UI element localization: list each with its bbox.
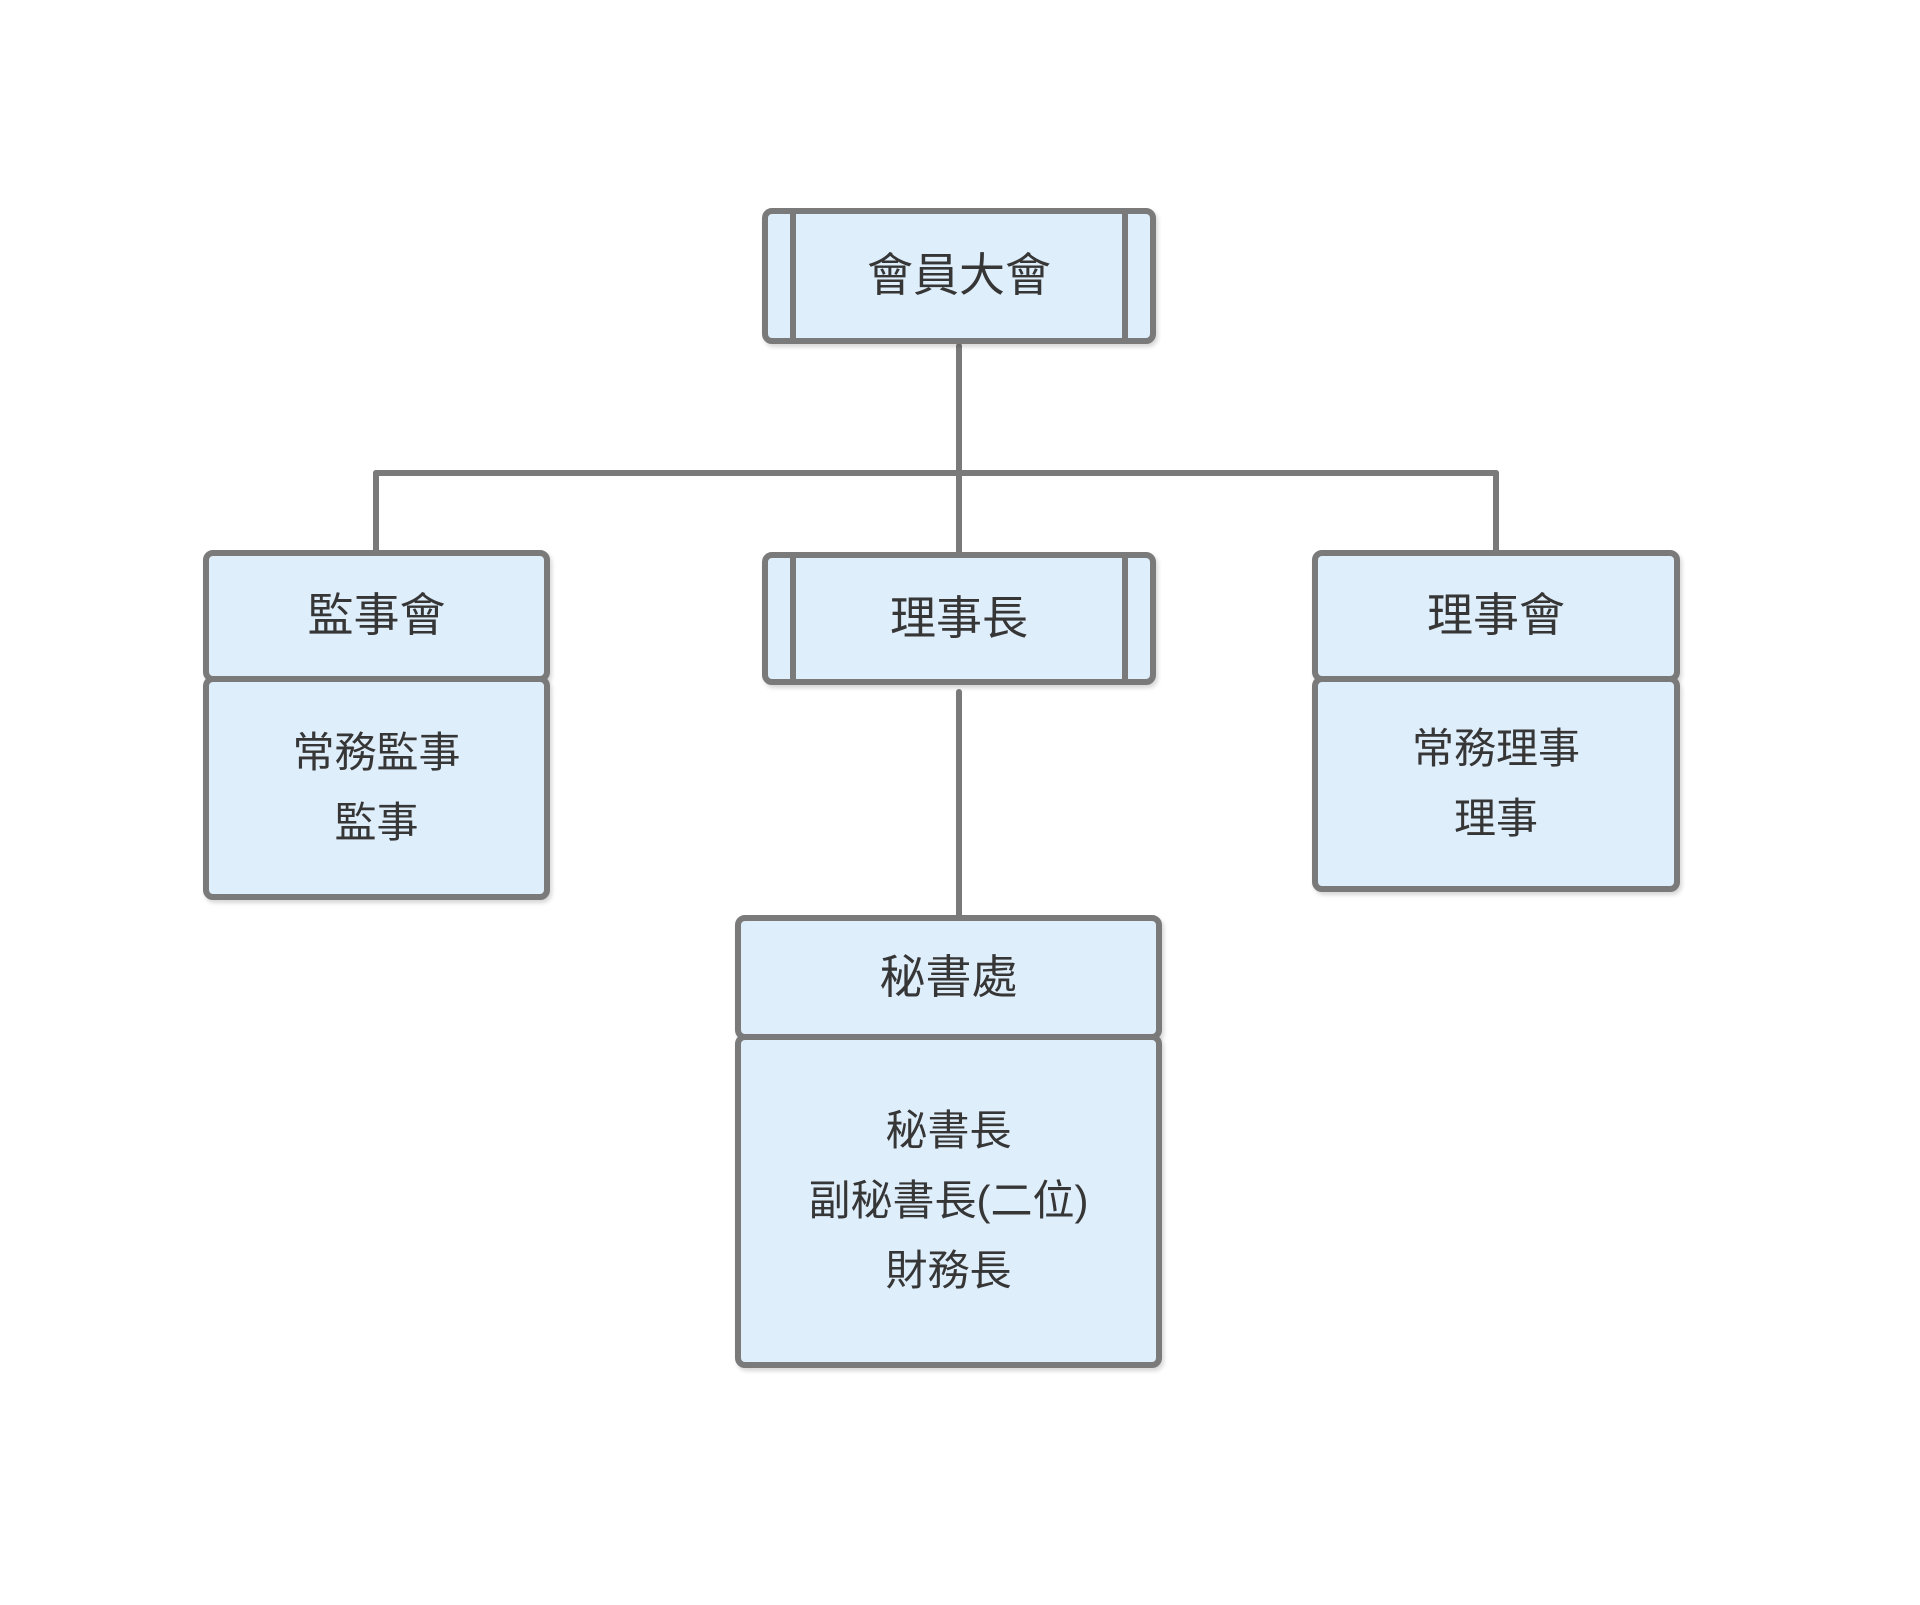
connector-horizontal-rail <box>373 470 1499 476</box>
node-label: 會員大會 <box>867 249 1051 302</box>
connector-supervisory-drop <box>373 470 379 554</box>
subroutine-bar-left <box>790 214 796 338</box>
member-label: 財務長 <box>885 1247 1012 1294</box>
node-label: 監事會 <box>307 589 446 642</box>
subroutine-bar-right <box>1122 214 1128 338</box>
node-member-assembly: 會員大會 <box>762 208 1156 344</box>
node-secretariat-header: 秘書處 <box>735 915 1162 1040</box>
node-directors-board-members: 常務理事 理事 <box>1312 676 1680 892</box>
member-label: 監事 <box>334 799 419 846</box>
connector-directors-drop <box>1493 470 1499 554</box>
node-label: 理事會 <box>1427 589 1565 642</box>
node-chairman: 理事長 <box>762 552 1156 685</box>
node-secretariat-members: 秘書長 副秘書長(二位) 財務長 <box>735 1034 1162 1368</box>
member-label: 常務監事 <box>292 729 461 776</box>
node-directors-board-header: 理事會 <box>1312 550 1680 682</box>
member-label: 常務理事 <box>1411 725 1580 772</box>
connector-assembly-down <box>956 343 962 555</box>
connector-chairman-secretariat <box>956 689 962 919</box>
member-label: 秘書長 <box>885 1107 1012 1154</box>
node-label: 理事長 <box>890 591 1028 644</box>
subroutine-bar-left <box>790 558 796 679</box>
node-supervisory-board-members: 常務監事 監事 <box>203 676 550 900</box>
member-label: 理事 <box>1453 795 1538 842</box>
node-supervisory-board-header: 監事會 <box>203 550 550 682</box>
member-label: 副秘書長(二位) <box>808 1177 1089 1224</box>
subroutine-bar-right <box>1122 558 1128 679</box>
node-label: 秘書處 <box>879 950 1018 1003</box>
